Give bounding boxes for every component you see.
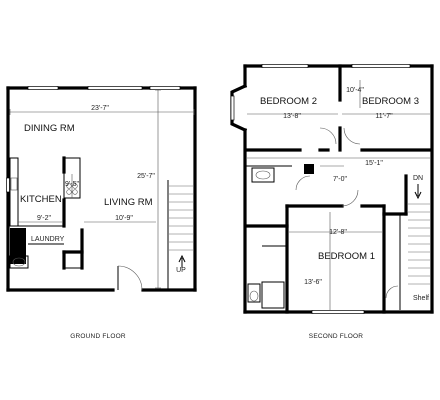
second-doors bbox=[295, 127, 399, 299]
living-width-dimension: 10'-9" bbox=[115, 215, 133, 222]
second-windows bbox=[230, 64, 411, 314]
second-stair bbox=[408, 184, 431, 285]
ground-exterior-walls bbox=[6, 86, 197, 292]
closet-dimension: 7'-0" bbox=[333, 176, 347, 183]
kitchen-counters bbox=[9, 157, 81, 227]
laundry-label: LAUNDRY bbox=[31, 236, 65, 243]
pantry-dimension: 9'-5" bbox=[65, 181, 79, 188]
laundry-appliances bbox=[9, 228, 29, 269]
second-exterior-walls bbox=[230, 64, 434, 314]
ground-dimension-lines bbox=[9, 89, 195, 289]
bedroom3-label: BEDROOM 3 bbox=[362, 96, 419, 107]
hall-width-dimension: 15'-1" bbox=[365, 160, 383, 167]
bedroom2-width-dimension: 13'-8" bbox=[283, 113, 301, 120]
ground-floor-caption: GROUND FLOOR bbox=[70, 333, 126, 340]
bath-fixtures bbox=[247, 167, 285, 309]
second-floor-plan: 13'-8" 11'-7" 10'-4" 15'-1" 7'-0" 12'-8"… bbox=[230, 64, 434, 340]
dining-room-label: DINING RM bbox=[24, 123, 75, 134]
second-dimension-lines bbox=[247, 80, 430, 310]
overall-depth-dimension: 25'-7" bbox=[137, 173, 155, 180]
kitchen-label: KITCHEN bbox=[20, 194, 62, 205]
overall-width-dimension: 23'-7" bbox=[91, 105, 109, 112]
bedroom2-label: BEDROOM 2 bbox=[260, 96, 317, 107]
bedroom1-width-dimension: 12'-8" bbox=[329, 229, 347, 236]
stair-down-label: DN bbox=[413, 175, 423, 182]
bedroom1-depth-dimension: 13'-6" bbox=[304, 279, 322, 286]
living-room-label: LIVING RM bbox=[104, 197, 153, 208]
second-floor-caption: SECOND FLOOR bbox=[309, 333, 364, 340]
ground-floor-plan: 23'-7" 25'-7" 9'-5" 9'-2" 10'-9" DINING … bbox=[6, 86, 197, 340]
ground-stair bbox=[167, 180, 194, 290]
bedroom3-width-dimension: 11'-7" bbox=[375, 113, 393, 120]
bedroom1-label: BEDROOM 1 bbox=[318, 251, 375, 262]
entry-door bbox=[117, 265, 143, 291]
second-interior-walls bbox=[244, 64, 433, 314]
bedroom3-depth-dimension: 10'-4" bbox=[346, 87, 364, 94]
shelf-label: Shelf bbox=[413, 295, 429, 302]
stair-up-label: UP bbox=[176, 267, 186, 274]
kitchen-width-dimension: 9'-2" bbox=[37, 215, 51, 222]
